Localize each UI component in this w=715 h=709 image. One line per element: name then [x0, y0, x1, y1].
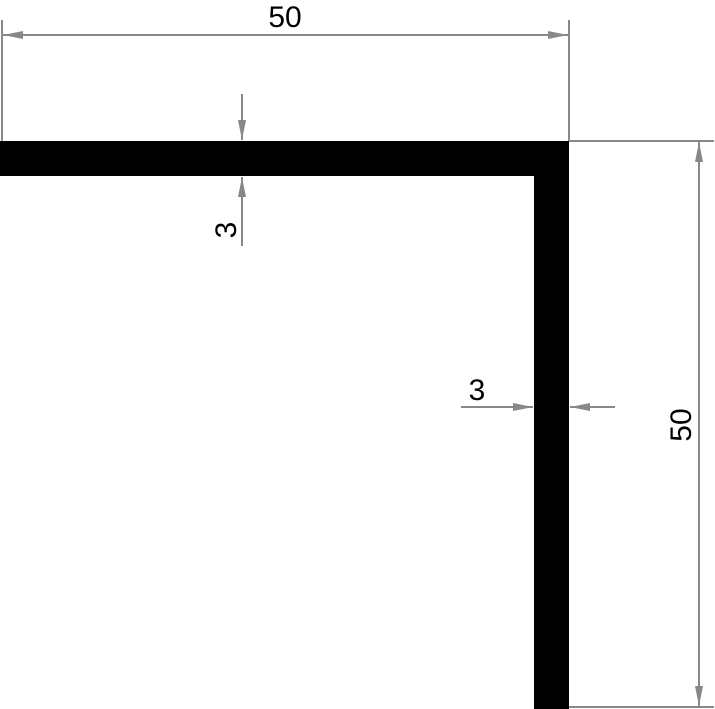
dimension-width: 50: [1, 1, 570, 141]
dimension-label-flange-thickness: 3: [210, 222, 243, 239]
dimension-height: 50: [569, 140, 714, 708]
angle-profile: [0, 141, 569, 709]
profile-shape: [0, 141, 569, 709]
dimension-web-thickness: 3: [461, 374, 615, 411]
dimension-label-width: 50: [268, 1, 301, 34]
dimension-label-web-thickness: 3: [469, 374, 486, 407]
dimension-flange-thickness: 3: [210, 94, 246, 246]
dimension-label-height: 50: [665, 408, 698, 441]
